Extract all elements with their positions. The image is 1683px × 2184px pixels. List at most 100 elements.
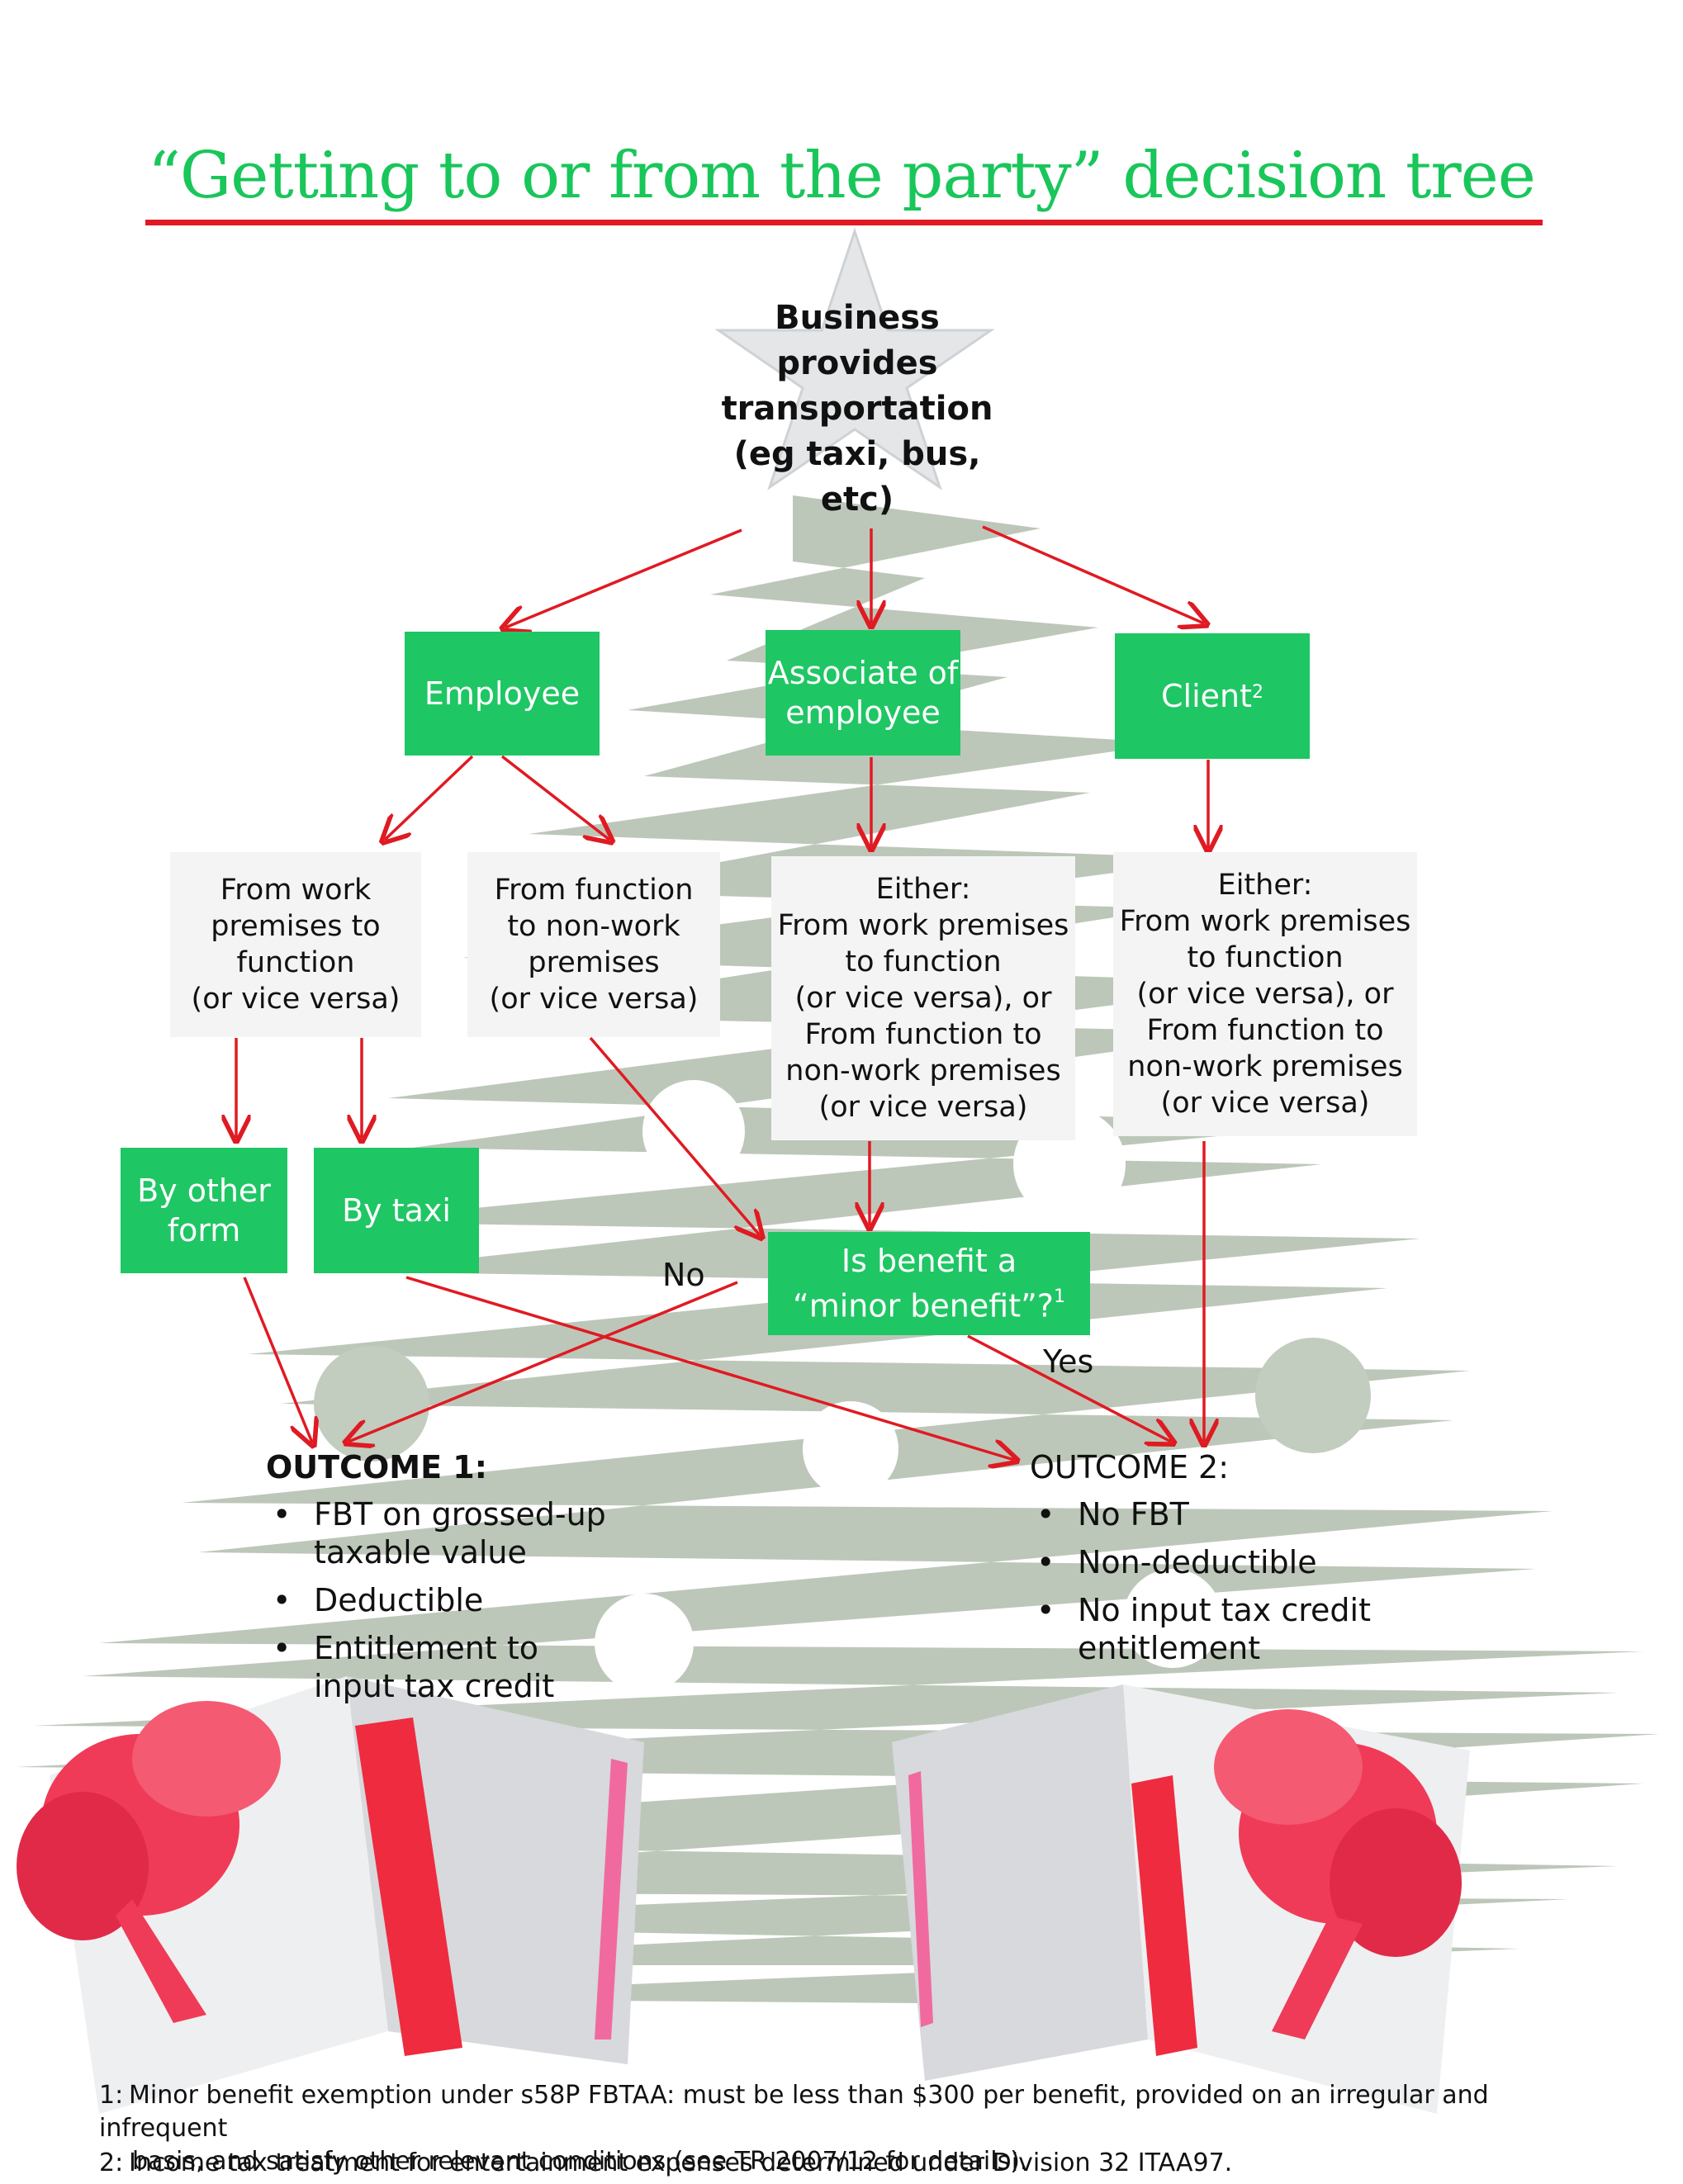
root-node: Business provides transportation (eg tax… xyxy=(692,296,1022,523)
node-client-label: Client xyxy=(1160,678,1252,714)
item-line: FBT on grossed-up xyxy=(314,1496,606,1533)
root-line: transportation xyxy=(721,390,993,428)
arrow-question-yes-outcome2 xyxy=(967,1334,1171,1442)
node-text-line: By other xyxy=(137,1173,271,1209)
node-work-to-function: From work premises to function (or vice … xyxy=(170,852,421,1037)
footnote-text: Income tax treatment for entertainment e… xyxy=(129,2148,1233,2177)
node-text-line: function xyxy=(236,946,355,979)
arrow-function-question xyxy=(589,1036,760,1235)
bullet-icon: • xyxy=(1036,1592,1055,1628)
node-text-line: From function xyxy=(494,874,694,907)
gift-left-icon xyxy=(17,1676,644,2114)
node-text-line: non-work premises xyxy=(785,1054,1061,1087)
footnote-number: 2: xyxy=(99,2148,124,2177)
node-text-line: (or vice versa), or xyxy=(794,982,1052,1015)
node-associate-line: Associate of xyxy=(767,655,959,691)
node-text-line: From work premises xyxy=(777,909,1069,942)
outcome-1-title: OUTCOME 1: xyxy=(266,1449,487,1485)
root-line: (eg taxi, bus, etc) xyxy=(733,435,981,519)
node-text-line: premises to xyxy=(211,910,381,943)
node-associate-either: Either: From work premises to function (… xyxy=(771,856,1075,1140)
footnote-text: Minor benefit exemption under s58P FBTAA… xyxy=(99,2081,1489,2143)
footnote-ref-1: 1 xyxy=(1053,1286,1065,1308)
node-text-line: form xyxy=(167,1212,241,1248)
arrow-root-employee xyxy=(505,528,742,628)
footnote-ref-2: 2 xyxy=(1252,682,1263,703)
root-line: provides xyxy=(776,344,938,382)
node-text-line: Is benefit a xyxy=(841,1243,1017,1280)
node-text-line: Either: xyxy=(1217,869,1313,902)
footnote-2: 2:Income tax treatment for entertainment… xyxy=(99,2147,1602,2180)
outcome-2-list: • No FBT • Non-deductible • No input tax cr… xyxy=(1030,1495,1371,1667)
page-title: “Getting to or from the party” decision … xyxy=(148,139,1536,213)
node-associate-line: employee xyxy=(785,694,941,731)
node-text-line: (or vice versa) xyxy=(1160,1087,1370,1120)
gift-right-icon xyxy=(892,1684,1470,2114)
list-item: • No FBT xyxy=(1030,1495,1371,1533)
node-text-line: to function xyxy=(845,945,1002,978)
arrow-question-no-outcome1 xyxy=(348,1281,738,1442)
question-text: “minor benefit”? xyxy=(793,1287,1054,1324)
node-text-line: From function to xyxy=(1146,1014,1384,1047)
item-line: No FBT xyxy=(1078,1496,1189,1533)
footnote-text: basis, and satisfy other relevant condit… xyxy=(132,2147,1028,2176)
node-by-taxi: By taxi xyxy=(314,1148,479,1273)
node-text-line: (or vice versa) xyxy=(489,983,699,1016)
label-no: No xyxy=(662,1257,705,1293)
node-employee-label: Employee xyxy=(424,675,581,712)
title-underline xyxy=(145,220,1543,225)
bullet-icon: • xyxy=(273,1582,292,1618)
node-text-line: (or vice versa) xyxy=(191,983,401,1016)
node-text-line: “minor benefit”?1 xyxy=(793,1281,1065,1326)
bullet-icon: • xyxy=(1036,1496,1055,1533)
label-yes: Yes xyxy=(1043,1343,1094,1380)
root-line: Business xyxy=(775,299,940,337)
arrow-employee-function xyxy=(500,755,609,840)
node-text-line: Either: xyxy=(875,873,971,906)
node-text-line: From work premises xyxy=(1119,905,1411,938)
item-line: No input tax credit xyxy=(1078,1592,1371,1628)
bullet-icon: • xyxy=(1036,1544,1055,1580)
star-icon xyxy=(714,227,995,490)
node-text-line: (or vice versa) xyxy=(818,1091,1028,1124)
outcome-2-title: OUTCOME 2: xyxy=(1030,1449,1230,1485)
item-line: input tax credit xyxy=(314,1668,555,1704)
node-text-line: non-work premises xyxy=(1127,1050,1403,1083)
node-associate: Associate of employee xyxy=(766,630,960,756)
list-item: • Deductible xyxy=(266,1581,606,1619)
arrow-employee-work xyxy=(385,755,474,840)
node-employee: Employee xyxy=(405,632,600,756)
node-text-line: to non-work xyxy=(507,910,680,943)
node-text-line: to function xyxy=(1187,941,1344,974)
node-text-line: premises xyxy=(528,946,660,979)
item-line: Entitlement to xyxy=(314,1630,538,1666)
item-line: entitlement xyxy=(1078,1630,1261,1666)
bullet-icon: • xyxy=(273,1630,292,1666)
item-line: taxable value xyxy=(314,1534,527,1570)
arrow-otherform-outcome1 xyxy=(243,1277,312,1443)
footnote-number: 1: xyxy=(99,2081,124,2110)
item-line: Deductible xyxy=(314,1582,484,1618)
bullet-icon: • xyxy=(273,1496,292,1533)
item-line: Non-deductible xyxy=(1078,1544,1317,1580)
node-text-line: From work xyxy=(220,874,372,907)
arrow-root-client xyxy=(982,525,1204,623)
node-function-to-nonwork: From function to non-work premises (or v… xyxy=(467,852,720,1037)
outcome-2: OUTCOME 2: • No FBT • Non-deductible • No i… xyxy=(1030,1449,1371,1677)
node-client-either: Either: From work premises to function (… xyxy=(1113,852,1417,1136)
node-text-line: (or vice versa), or xyxy=(1136,978,1394,1011)
node-by-other-form: By other form xyxy=(121,1148,287,1273)
arrow-taxi-outcome2 xyxy=(405,1276,1014,1460)
node-text-line: By taxi xyxy=(342,1192,451,1229)
list-item: • Non-deductible xyxy=(1030,1543,1371,1581)
footnote-1: 1:Minor benefit exemption under s58P FBT… xyxy=(99,2079,1602,2178)
node-minor-benefit-question: Is benefit a “minor benefit”?1 xyxy=(768,1232,1090,1335)
node-text-line: From function to xyxy=(804,1018,1042,1051)
